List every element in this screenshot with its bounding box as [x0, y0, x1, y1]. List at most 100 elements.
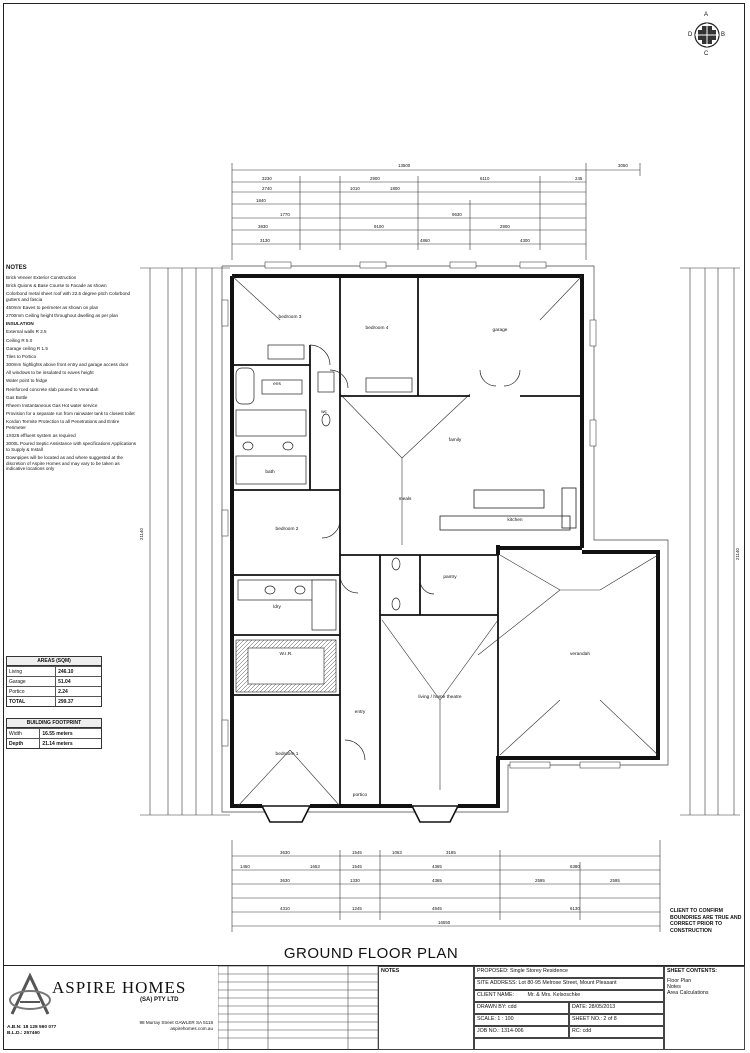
internal-walls [232, 276, 582, 806]
tb-rev: RC: cdd [569, 1026, 664, 1038]
dim-bottom-row1-1: 1545 [352, 850, 362, 855]
tb-notes-cell: NOTES [378, 966, 474, 1050]
room-label: family [448, 438, 462, 443]
room-label: entry [354, 710, 366, 715]
compass-letter: C [704, 51, 709, 57]
tb-date: DATE: 28/05/2013 [569, 1002, 664, 1014]
tb-value: 1314-006 [501, 1028, 524, 1034]
footprint-label: Width [7, 728, 40, 739]
tb-label: SCALE: [477, 1016, 496, 1022]
areas-title: AREAS (SQM) [7, 657, 101, 666]
aspire-homes-logo-icon [9, 972, 51, 1015]
room-wir: W.I.R. [266, 652, 306, 658]
eaves-outline [221, 265, 669, 813]
tb-value: 2 of 8 [603, 1016, 617, 1022]
tb-contents-item: Area Calculations [667, 990, 709, 996]
tb-value: 28/05/2013 [588, 1004, 616, 1010]
tb-label: SITE ADDRESS: [477, 980, 518, 986]
bottom-dimension-lines [231, 840, 661, 932]
company-sub: (SA) PTY LTD [140, 997, 179, 1003]
dim-top-row3-1: 1770 [280, 212, 290, 217]
note-item: External walls R 2.5 [6, 329, 47, 335]
dim-bottom-row3-3: 2595 [535, 878, 545, 883]
room-label: bedroom 1 [275, 752, 299, 757]
note-item: Ceiling R 5.0 [6, 337, 33, 343]
roof-lines [231, 275, 659, 807]
tb-value: Lot 80-95 Melrose Street, Mount Pleasant [518, 980, 617, 986]
dim-top-row1-3: 245 [575, 176, 583, 181]
room-verandah: verandah [555, 652, 605, 658]
dim-top-row3-0: 1840 [256, 198, 266, 203]
dim-right-overall: 21140 [735, 548, 740, 560]
room-label: bedroom 4 [365, 326, 389, 331]
dim-top-right: 3050 [618, 163, 628, 168]
room-label: ldry [273, 605, 281, 610]
dim-top-row4-3: 2900 [500, 224, 510, 229]
room-label: meals [398, 497, 412, 502]
footprint-title: BUILDING FOOTPRINT [7, 719, 101, 728]
tb-job: JOB NO.: 1314-006 [474, 1026, 569, 1038]
note-item: Reinforced concrete slab poured to Veran… [6, 386, 99, 392]
drawing-sheet [3, 3, 745, 1050]
note-item: Kordon Termite Protection to all Penetra… [6, 419, 120, 430]
note-item: Water point to fridge [6, 378, 48, 384]
dim-top-row4-2: 9630 [452, 212, 462, 217]
room-portico: portico [343, 793, 377, 799]
area-value: 2.24 [55, 686, 101, 697]
room-meals: meals [380, 497, 430, 503]
tb-notes-label: NOTES [381, 968, 400, 974]
room-garage: garage [475, 328, 525, 334]
dim-top-row5-2: 4300 [520, 238, 530, 243]
dim-top-row1-1: 2900 [370, 176, 380, 181]
note-item: Tiles to Portico [6, 353, 37, 359]
title-block [3, 965, 745, 1050]
tb-label: SHEET NO.: [572, 1016, 602, 1022]
company-web: aspirehomes.com.au [170, 1026, 213, 1031]
door-swings [309, 344, 521, 761]
dim-top-row1-2: 6110 [480, 176, 490, 181]
room-bedroom-4: bedroom 4 [352, 326, 402, 332]
area-label: Portico [7, 686, 56, 697]
note-item: 450mm Eaves to perimeter as shown on pla… [6, 304, 99, 310]
dim-bottom-row3-1: 1330 [350, 878, 360, 883]
compass-letter: D [688, 32, 693, 38]
room-label: portico [352, 793, 368, 798]
notes-panel: NOTES Brick Veneer Exterior Construction… [6, 265, 138, 475]
room-label: bath [265, 470, 275, 475]
robes [267, 344, 413, 393]
company-address: 98 Murray Street GAWLER SA 5118 aspireho… [113, 1020, 213, 1032]
room-living: living / home theatre [410, 695, 470, 701]
note-item: 2700mm Ceiling height throughout dwellin… [6, 312, 119, 318]
tb-sheet: SHEET NO.: 2 of 8 [569, 1014, 664, 1026]
tb-value: cdd [508, 1004, 517, 1010]
dim-bottom-row2-2: 1545 [352, 864, 362, 869]
area-label: Living [7, 666, 56, 677]
tb-contents: SHEET CONTENTS: Floor Plan Notes Area Ca… [664, 966, 745, 1050]
room-label: garage [492, 328, 508, 333]
tb-value: cdd [582, 1028, 592, 1034]
tb-value: Mr. & Mrs. Kelsoschke [527, 992, 581, 998]
note-item: Rheem Instantaneous Gas Hot water servic… [6, 403, 98, 408]
room-label: verandah [569, 652, 590, 657]
note-item: 3000L Poured Septic Assistance with spec… [6, 441, 137, 452]
tb-site: SITE ADDRESS: Lot 80-95 Melrose Street, … [474, 978, 664, 990]
room-label: living / home theatre [418, 695, 462, 700]
drawing-title: GROUND FLOOR PLAN [283, 945, 459, 962]
room-kitchen: kitchen [490, 518, 540, 524]
room-entry: entry [344, 710, 376, 716]
company-abn: A.B.N: 18 128 590 077 [7, 1025, 57, 1030]
dim-bottom-row2-1: 1653 [310, 864, 320, 869]
tb-blank [474, 1038, 664, 1050]
note-item: Provision for a separate run from rainwa… [6, 411, 135, 417]
company-registration: A.B.N: 18 128 590 077 B.L.D.: 257460 [7, 1025, 56, 1037]
room-bedroom-1: bedroom 1 [262, 752, 312, 758]
dim-bottom-row4-0: 4310 [280, 906, 290, 911]
area-label: Garage [7, 676, 56, 687]
dim-bottom-row4-1: 1245 [352, 906, 362, 911]
note-item: INSULATION [6, 321, 34, 327]
dim-top-row5-0: 3130 [260, 238, 270, 243]
note-item: Brick Veneer Exterior Construction [6, 274, 77, 280]
company-bld: B.L.D.: 257460 [7, 1031, 40, 1036]
tb-label: DRAWN BY: [477, 1004, 507, 1010]
